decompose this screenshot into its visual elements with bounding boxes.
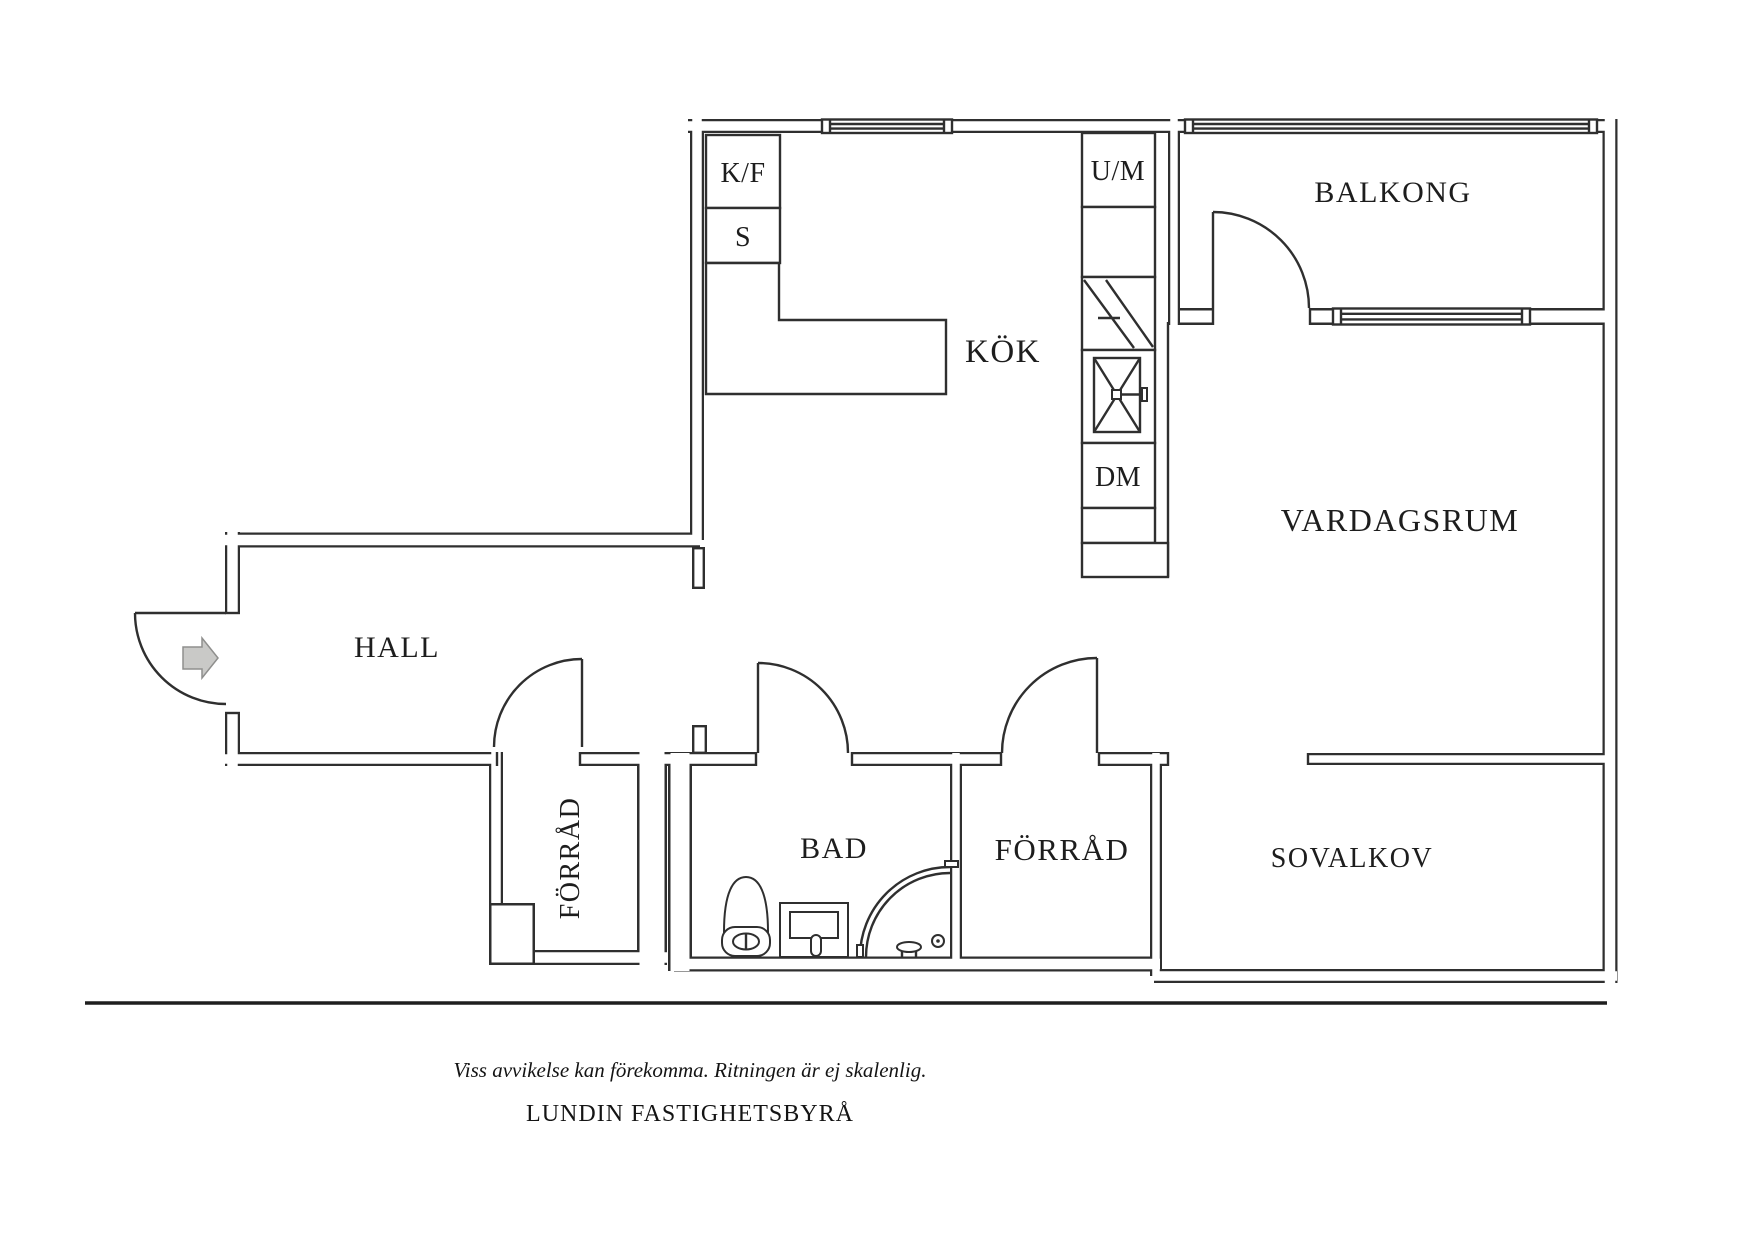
- kitchen-cabinet: [1080, 205, 1157, 279]
- pantry-cabinet: [704, 206, 782, 265]
- footer-brand: LUNDIN FASTIGHETSBYRÅ: [526, 1101, 854, 1127]
- kitchen-counter: [704, 261, 948, 396]
- washbasin-icon: [779, 902, 849, 958]
- kitchen-sink-icon: [1092, 356, 1148, 434]
- room-label-bad: BAD: [800, 832, 868, 865]
- room-label-hall: HALL: [354, 631, 440, 664]
- room-label-forrad-hall: FÖRRÅD: [555, 797, 586, 920]
- appliance-label-um: U/M: [1091, 156, 1145, 187]
- door-arc-icon-storage-inner: [1000, 656, 1099, 754]
- fridge-freezer-cabinet: [704, 133, 782, 210]
- window-icon-kitchen: [820, 118, 954, 135]
- toilet-icon: [721, 875, 771, 957]
- windows: [820, 118, 1599, 326]
- appliance-label-dm: DM: [1095, 462, 1141, 493]
- door-arc-icon-storage-hall: [492, 657, 584, 748]
- dishwasher-cabinet: [1080, 441, 1157, 510]
- room-label-vardagsrum: VARDAGSRUM: [1281, 502, 1519, 538]
- window-icon-balcony-front: [1183, 118, 1599, 135]
- appliance-label-s: S: [735, 222, 751, 253]
- room-label-forrad-inner: FÖRRÅD: [995, 832, 1130, 867]
- hatch-symbol-box: [1080, 275, 1157, 352]
- footer-disclaimer: Viss avvikelse kan förekomma. Ritningen …: [454, 1058, 927, 1082]
- kitchen-cabinet-low: [1080, 506, 1157, 545]
- bathroom-fixtures: [721, 860, 959, 958]
- counter-end-panel: [1080, 541, 1170, 579]
- room-label-sovalkov: SOVALKOV: [1271, 843, 1433, 874]
- appliance-label-kf: K/F: [720, 158, 765, 189]
- door-arc-icon-balcony: [1211, 210, 1311, 309]
- shower-corner-icon: [856, 860, 959, 958]
- window-icon-livingroom: [1331, 307, 1532, 326]
- kitchen-fittings: [704, 131, 1170, 579]
- door-arc-icon-entry: [133, 611, 227, 706]
- wall-blocks: [489, 547, 707, 965]
- room-label-kok: KÖK: [965, 334, 1041, 370]
- doors: [133, 210, 1311, 754]
- wall-opening-caps: [225, 308, 1312, 766]
- hatch-symbol-icon: [1083, 279, 1154, 349]
- room-label-balkong: BALKONG: [1314, 176, 1471, 209]
- washer-cabinet: [1080, 131, 1157, 209]
- door-arc-icon-bath: [756, 661, 850, 754]
- entry-arrow-icon: [182, 635, 219, 681]
